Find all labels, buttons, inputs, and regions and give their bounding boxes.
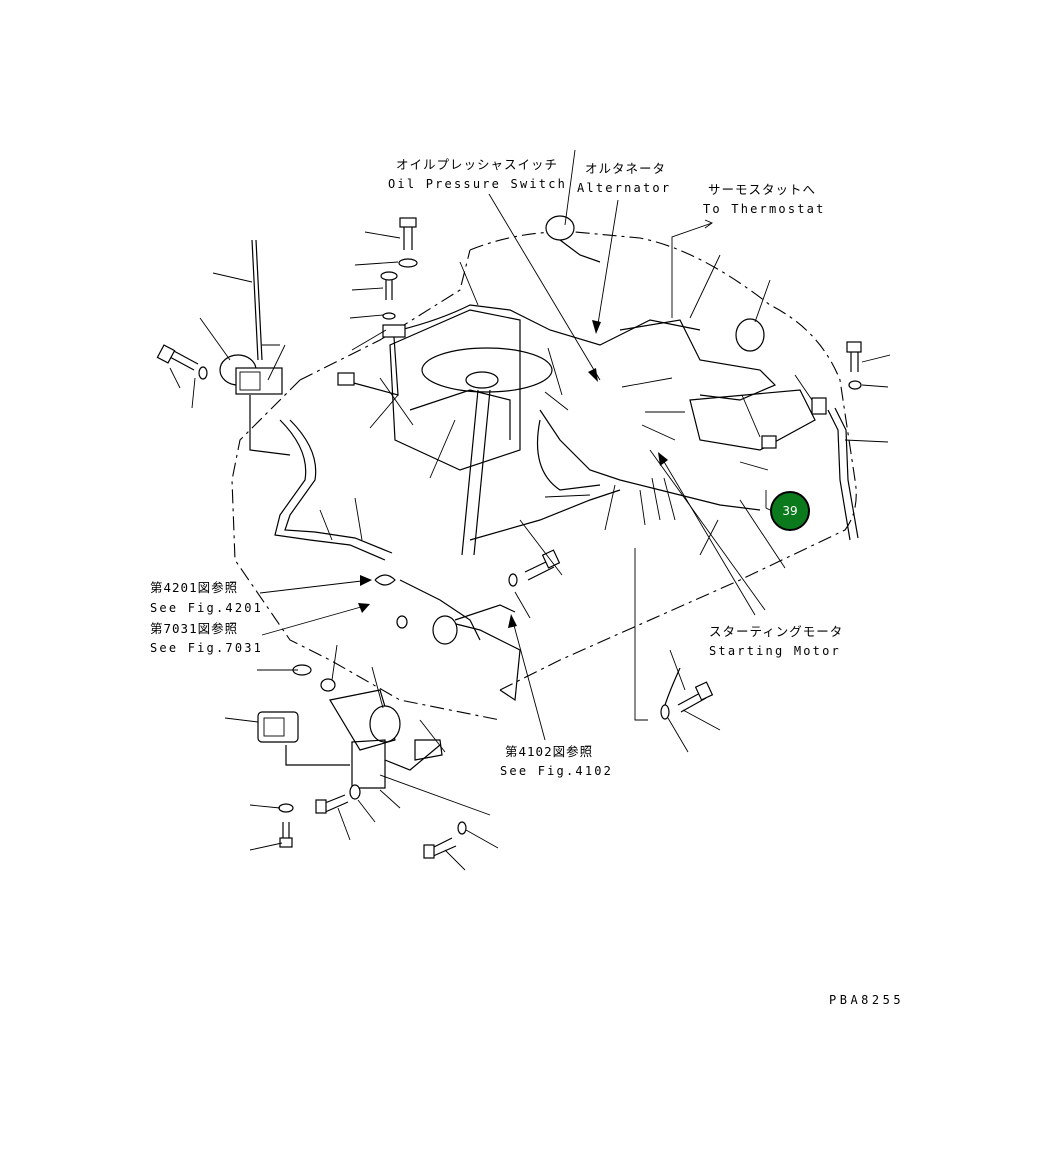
work-lamp-body [257, 711, 299, 743]
grommet [396, 615, 408, 629]
console-box [389, 309, 521, 471]
thermostat-label-en: To Thermostat [703, 202, 826, 216]
harness-loop [536, 419, 601, 491]
steering-hub [465, 371, 499, 389]
lamp-housing [369, 705, 401, 743]
arrowheads [358, 320, 668, 628]
fig4201-ref-label-en: See Fig.4201 [150, 601, 264, 615]
fig4102-ref-label-jp: 第4102図参照 [505, 744, 594, 759]
bolt-set-top-left [380, 217, 418, 320]
sender-unit [432, 615, 458, 645]
main-harness-mid [539, 409, 761, 511]
drawing-code: PBA8255 [829, 993, 905, 1007]
main-harness-top [399, 304, 701, 346]
steering-wheel [421, 347, 553, 393]
leader-lines [169, 149, 891, 871]
bolt-set-starter [660, 667, 714, 720]
left-lamp-lens [239, 371, 261, 391]
washer-2 [320, 678, 336, 692]
lamp-bracket [329, 689, 396, 751]
left-lamp-bracket [249, 395, 291, 456]
right-harness-2 [834, 407, 859, 539]
fig7031-ref-label-en: See Fig.7031 [150, 641, 264, 655]
lower-harness [399, 579, 481, 641]
fig4201-clamp [374, 574, 396, 586]
main-harness-lower [469, 489, 621, 541]
thermostat-sender [735, 318, 765, 352]
lower-washer-b [457, 821, 467, 835]
starting-motor-label-jp: スターティングモータ [709, 624, 844, 639]
alternator-body [545, 215, 575, 241]
engine-left-outline [299, 249, 471, 381]
thermostat-label-jp: サーモスタットへ [708, 182, 817, 197]
work-lamp-base [285, 745, 350, 766]
connector-block-a [761, 435, 777, 449]
oil-pressure-switch-label-en: Oil Pressure Switch [388, 177, 568, 191]
bolt-set-right [846, 341, 862, 390]
lower-bolt-a-head [315, 799, 327, 814]
fig4201-ref-label-jp: 第4201図参照 [150, 580, 239, 595]
engine-block-lower [439, 619, 521, 702]
bolt-set-left [156, 344, 208, 380]
part-callout-number: 39 [782, 504, 798, 518]
engine-body-outline [231, 379, 501, 721]
left-harness [274, 419, 386, 561]
console-panel [409, 389, 511, 440]
part-callout-badge[interactable]: 39 [770, 491, 810, 531]
engine-mid-block [689, 389, 816, 451]
fig4102-ref-label-en: See Fig.4102 [500, 764, 614, 778]
right-harness [827, 409, 851, 541]
engine-top-plate [619, 319, 777, 401]
lower-screw-head [279, 837, 293, 848]
sender-lead [454, 604, 516, 621]
antenna-rod [251, 239, 263, 361]
engine-hood-outline [469, 231, 857, 691]
connector-block-b [811, 397, 827, 415]
lower-washer-a [349, 784, 361, 800]
fig7031-ref-label-jp: 第7031図参照 [150, 621, 239, 636]
lower-bracket-arm [414, 739, 443, 761]
lever-bracket [382, 324, 406, 338]
alternator-label-jp: オルタネータ [585, 161, 667, 176]
lower-bolt-b-head [423, 844, 435, 859]
oil-pressure-switch-label-jp: オイルプレッシャスイッチ [396, 157, 559, 172]
alternator-label-en: Alternator [577, 181, 672, 195]
work-lamp-lens [263, 717, 285, 737]
lever-knob [337, 372, 355, 386]
lamp-mount-plate [351, 739, 441, 789]
washer-3 [278, 803, 294, 813]
alternator-lead [559, 239, 601, 263]
bolt-set-mid [508, 549, 561, 587]
left-harness-2 [284, 419, 393, 554]
starting-motor-label-en: Starting Motor [709, 644, 841, 658]
steering-column [461, 389, 491, 556]
